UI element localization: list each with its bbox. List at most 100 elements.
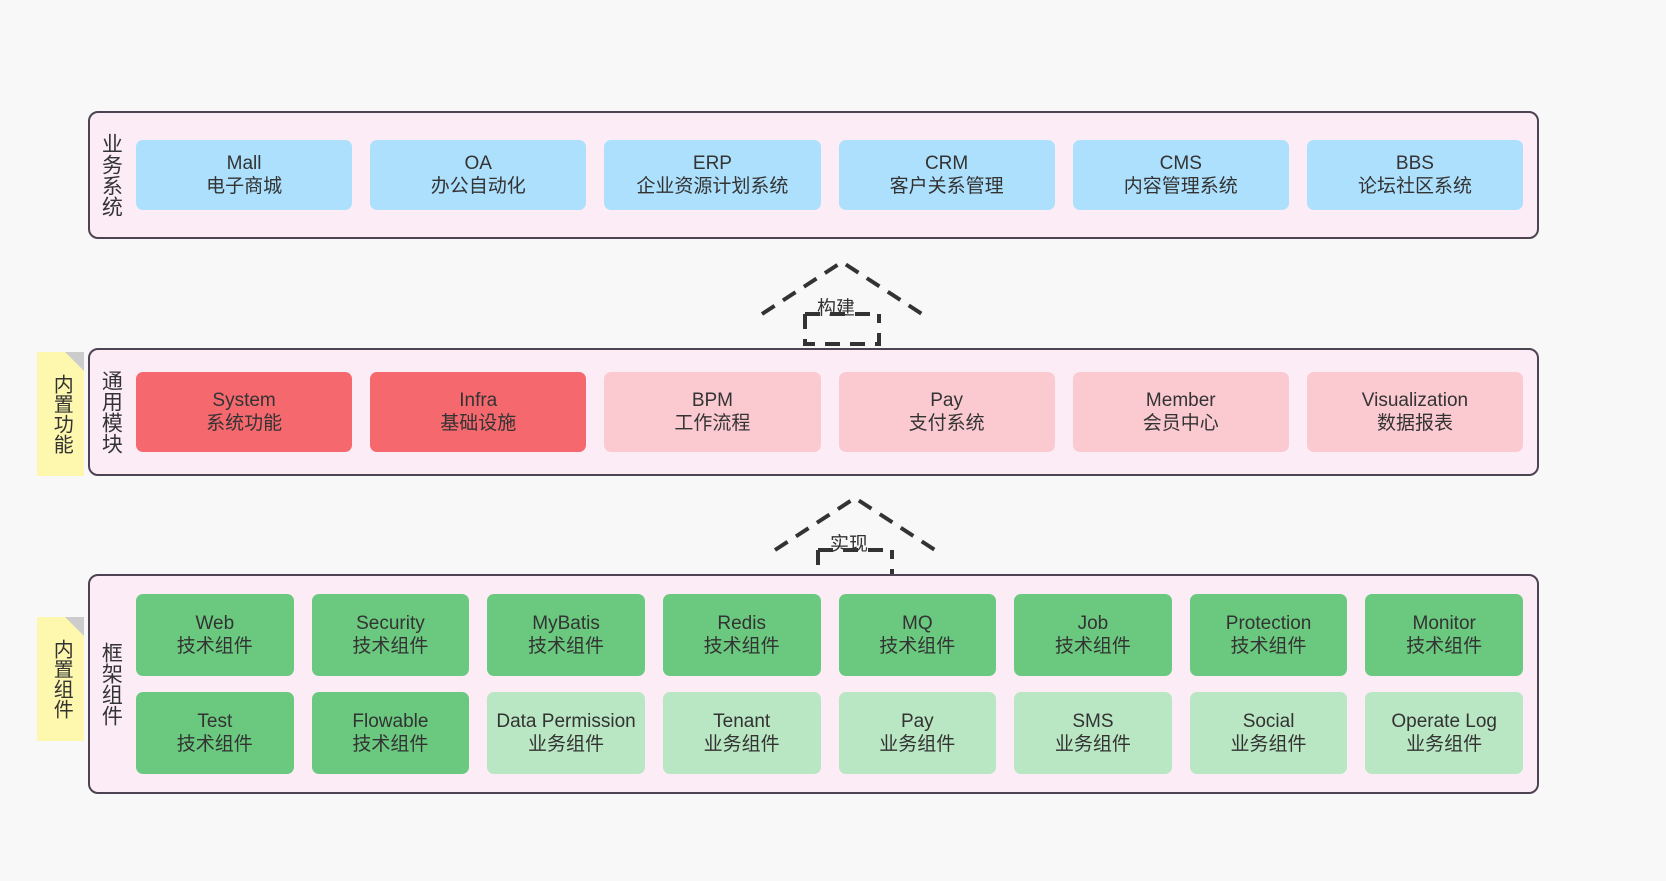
cell-subtitle: 技术组件 <box>352 734 429 755</box>
note-text: 内置组件 <box>50 639 73 719</box>
cell-subtitle: 技术组件 <box>176 636 253 657</box>
layer-label-business: 业务系统 <box>99 133 123 217</box>
framework-cell-social[interactable]: Social 业务组件 <box>1189 692 1348 774</box>
module-cell-infra[interactable]: Infra 基础设施 <box>370 372 587 452</box>
cell-subtitle: 技术组件 <box>352 636 429 657</box>
module-cell-visualization[interactable]: Visualization 数据报表 <box>1306 372 1524 452</box>
module-cell-system[interactable]: System 系统功能 <box>136 372 353 452</box>
cell-subtitle: 工作流程 <box>674 413 751 434</box>
cell-subtitle: 企业资源计划系统 <box>636 176 789 197</box>
cell-title: CMS <box>1159 152 1202 174</box>
framework-cell-job[interactable]: Job 技术组件 <box>1014 594 1172 676</box>
cell-subtitle: 技术组件 <box>528 636 605 657</box>
cell-subtitle: 技术组件 <box>879 636 956 657</box>
cell-subtitle: 技术组件 <box>1406 636 1483 657</box>
cell-subtitle: 技术组件 <box>1054 636 1131 657</box>
layer-body-modules: System 系统功能 Infra 基础设施 BPM 工作流程 Pay 支付系统… <box>130 350 1537 474</box>
cell-subtitle: 业务组件 <box>703 734 780 755</box>
business-cell-crm[interactable]: CRM 客户关系管理 <box>838 140 1055 210</box>
cell-subtitle: 论坛社区系统 <box>1357 176 1472 197</box>
cell-title: Tenant <box>713 710 771 732</box>
framework-cell-operate-log[interactable]: Operate Log 业务组件 <box>1365 692 1523 774</box>
module-cell-pay[interactable]: Pay 支付系统 <box>838 372 1055 452</box>
generalization-arrow-icon <box>773 495 937 582</box>
cell-title: Redis <box>717 612 766 634</box>
cell-title: SMS <box>1072 710 1114 732</box>
cell-subtitle: 业务组件 <box>1406 734 1483 755</box>
module-cell-bpm[interactable]: BPM 工作流程 <box>604 372 821 452</box>
cell-title: Web <box>195 612 235 634</box>
cell-subtitle: 内容管理系统 <box>1123 176 1238 197</box>
layer-label-modules: 通用模块 <box>99 370 123 454</box>
cell-title: Job <box>1077 612 1109 634</box>
cell-subtitle: 客户关系管理 <box>889 176 1004 197</box>
cell-title: Mall <box>226 152 262 174</box>
business-cell-row: Mall 电子商城 OA 办公自动化 ERP 企业资源计划系统 CRM 客户关系… <box>136 140 1524 210</box>
arrow-label-implement: 实现 <box>830 534 869 555</box>
cell-title: Test <box>197 710 233 732</box>
framework-cell-monitor[interactable]: Monitor 技术组件 <box>1365 594 1523 676</box>
cell-title: Protection <box>1225 612 1312 634</box>
business-cell-oa[interactable]: OA 办公自动化 <box>370 140 587 210</box>
note-fold-icon <box>65 352 84 371</box>
cell-title: Flowable <box>352 710 429 732</box>
cell-title: OA <box>464 152 492 174</box>
framework-cell-web[interactable]: Web 技术组件 <box>136 594 294 676</box>
cell-subtitle: 系统功能 <box>206 413 283 434</box>
generalization-arrow-icon <box>760 259 924 346</box>
cell-subtitle: 数据报表 <box>1376 413 1453 434</box>
note-fold-icon <box>65 617 84 636</box>
cell-title: BBS <box>1395 152 1434 174</box>
cell-subtitle: 支付系统 <box>908 413 985 434</box>
framework-cell-row-tech: Web 技术组件 Security 技术组件 MyBatis 技术组件 Redi… <box>136 594 1523 676</box>
framework-cell-pay[interactable]: Pay 业务组件 <box>838 692 997 774</box>
note-text: 内置功能 <box>50 374 73 454</box>
arrow-build: 构建 <box>757 256 927 346</box>
layer-body-business: Mall 电子商城 OA 办公自动化 ERP 企业资源计划系统 CRM 客户关系… <box>130 113 1537 237</box>
cell-title: ERP <box>692 152 732 174</box>
cell-title: Visualization <box>1361 389 1469 411</box>
framework-cell-redis[interactable]: Redis 技术组件 <box>662 594 821 676</box>
cell-subtitle: 会员中心 <box>1142 413 1219 434</box>
framework-cell-test[interactable]: Test 技术组件 <box>136 692 294 774</box>
cell-title: MQ <box>902 612 933 634</box>
cell-title: BPM <box>691 389 734 411</box>
framework-cell-tenant[interactable]: Tenant 业务组件 <box>662 692 821 774</box>
cell-title: Social <box>1242 710 1295 732</box>
framework-cell-sms[interactable]: SMS 业务组件 <box>1014 692 1172 774</box>
cell-title: System <box>212 389 276 411</box>
cell-subtitle: 电子商城 <box>206 176 283 197</box>
business-cell-erp[interactable]: ERP 企业资源计划系统 <box>604 140 821 210</box>
cell-subtitle: 技术组件 <box>1230 636 1307 657</box>
cell-title: MyBatis <box>532 612 600 634</box>
arrow-label-build: 构建 <box>817 298 856 319</box>
cell-subtitle: 基础设施 <box>440 413 517 434</box>
layer-label-framework: 框架组件 <box>99 642 123 726</box>
cell-title: Member <box>1145 389 1216 411</box>
layer-framework-components: 框架组件 Web 技术组件 Security 技术组件 MyBatis 技术组件… <box>88 574 1539 794</box>
framework-cell-flowable[interactable]: Flowable 技术组件 <box>311 692 470 774</box>
modules-cell-row: System 系统功能 Infra 基础设施 BPM 工作流程 Pay 支付系统… <box>136 372 1524 452</box>
cell-subtitle: 业务组件 <box>1054 734 1131 755</box>
business-cell-mall[interactable]: Mall 电子商城 <box>136 140 353 210</box>
cell-title: Monitor <box>1412 612 1476 634</box>
framework-cell-data-permission[interactable]: Data Permission 业务组件 <box>487 692 645 774</box>
layer-business-systems: 业务系统 Mall 电子商城 OA 办公自动化 ERP 企业资源计划系统 CRM… <box>88 111 1539 239</box>
cell-title: CRM <box>924 152 969 174</box>
cell-subtitle: 办公自动化 <box>430 176 526 197</box>
business-cell-bbs[interactable]: BBS 论坛社区系统 <box>1306 140 1524 210</box>
framework-cell-row-business: Test 技术组件 Flowable 技术组件 Data Permission … <box>136 692 1523 774</box>
cell-title: Pay <box>900 710 934 732</box>
module-cell-member[interactable]: Member 会员中心 <box>1072 372 1289 452</box>
framework-cell-mybatis[interactable]: MyBatis 技术组件 <box>487 594 645 676</box>
cell-subtitle: 业务组件 <box>1230 734 1307 755</box>
framework-cell-protection[interactable]: Protection 技术组件 <box>1189 594 1348 676</box>
note-builtin-features: 内置功能 <box>37 352 84 476</box>
cell-title: Pay <box>930 389 963 411</box>
framework-cell-security[interactable]: Security 技术组件 <box>311 594 470 676</box>
framework-cell-mq[interactable]: MQ 技术组件 <box>838 594 997 676</box>
business-cell-cms[interactable]: CMS 内容管理系统 <box>1072 140 1289 210</box>
cell-title: Operate Log <box>1391 710 1497 732</box>
cell-title: Security <box>356 612 425 634</box>
